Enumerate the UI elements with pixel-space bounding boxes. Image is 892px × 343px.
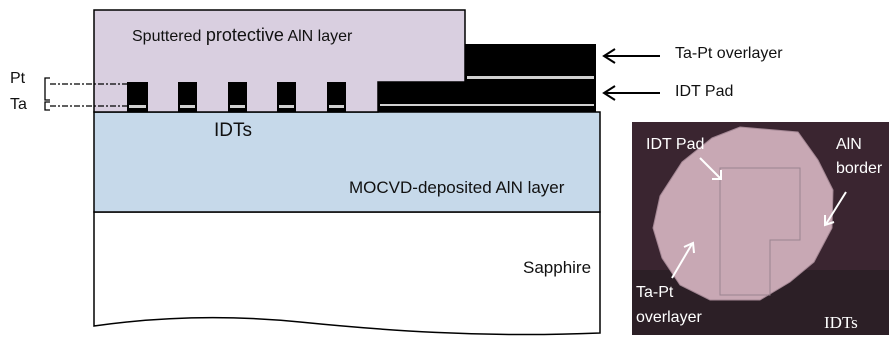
- photo-idt-pad-arrow: [699, 157, 721, 179]
- idt-finger: [127, 82, 148, 112]
- idt-finger-ta: [180, 105, 195, 108]
- photo-ta-pt-arrowhead: [683, 241, 695, 254]
- sapphire-substrate: [93, 211, 601, 336]
- protective-mid: protective: [205, 25, 284, 45]
- ta-pt-arrowhead: [602, 48, 616, 64]
- idt-finger: [178, 82, 197, 112]
- photo-aln-arrowhead: [824, 215, 835, 227]
- photo-aln-arrow: [825, 191, 847, 225]
- ta-pt-overlayer-line: [467, 76, 594, 79]
- idt-finger: [277, 82, 296, 112]
- idt-finger-ta: [129, 105, 146, 108]
- idt-pad-arrowhead: [602, 85, 616, 101]
- mocvd-aln-layer: [93, 111, 601, 213]
- photo-aln-label: AlN: [836, 136, 862, 153]
- photo-border-label: border: [836, 160, 883, 177]
- ta-label: Ta: [10, 96, 27, 113]
- idt-fingers: [127, 82, 346, 112]
- sapphire-label: Sapphire: [523, 258, 592, 277]
- mocvd-layer-label: MOCVD-deposited AlN layer: [349, 178, 565, 197]
- idt-finger: [228, 82, 247, 112]
- photo-ta-pt-arrow: [671, 243, 693, 279]
- idt-finger-ta: [230, 105, 245, 108]
- idt-finger-ta: [279, 105, 294, 108]
- ta-bracket: [44, 101, 50, 111]
- pt-label: Pt: [10, 70, 26, 87]
- wafer-shape: [652, 126, 834, 301]
- idt-finger: [327, 82, 346, 112]
- idt-pad-label: IDT Pad: [675, 83, 734, 100]
- photo-idt-pad-arrowhead: [712, 170, 722, 180]
- ta-pt-overlayer-label: Ta-Pt overlayer: [675, 45, 783, 62]
- protective-suffix: AlN layer: [283, 28, 353, 45]
- idt-finger-ta: [329, 105, 344, 108]
- idt-pad: [378, 82, 596, 112]
- photo-ta-pt-label: Ta-Pt: [636, 284, 674, 301]
- photo-idts-label: IDTs: [824, 313, 858, 332]
- idt-pad-outline: [719, 167, 801, 296]
- micrograph-photo: [632, 122, 889, 335]
- ta-pt-overlayer-block: [465, 44, 596, 82]
- photo-overlayer-label: overlayer: [636, 309, 702, 326]
- idt-pad-ta-line: [380, 104, 594, 106]
- idts-label: IDTs: [214, 120, 252, 141]
- pt-bracket: [44, 77, 50, 101]
- protective-layer-label: Sputtered protective AlN layer: [132, 25, 352, 46]
- protective-prefix: Sputtered: [132, 28, 206, 45]
- photo-idt-pad-label: IDT Pad: [646, 136, 705, 153]
